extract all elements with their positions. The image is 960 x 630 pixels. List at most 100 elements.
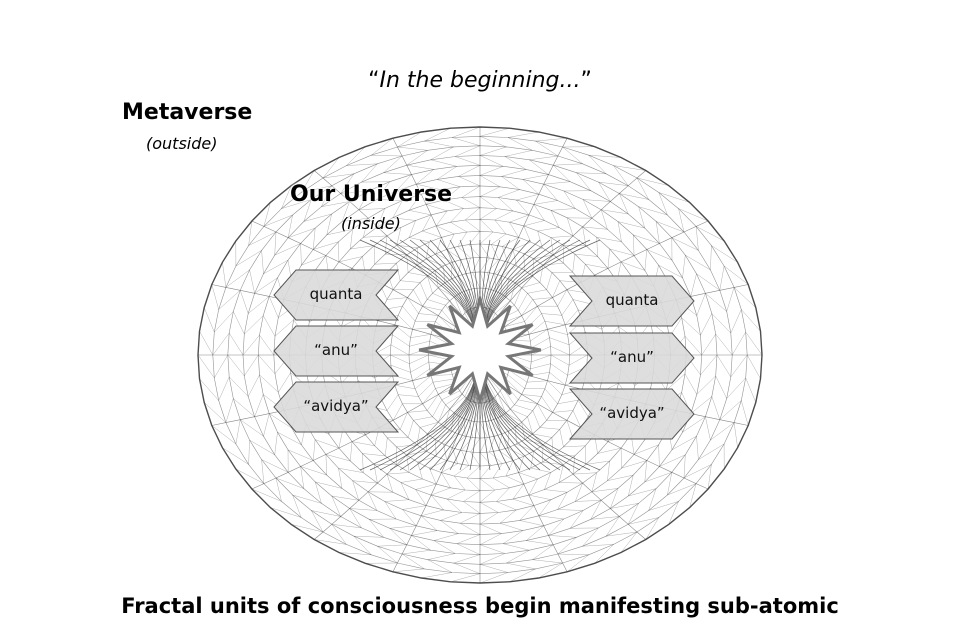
mesh-edge: [501, 176, 520, 190]
mesh-edge: [358, 208, 385, 210]
mesh-edge: [400, 280, 421, 283]
mesh-edge: [314, 539, 347, 545]
mesh-edge: [491, 233, 507, 245]
mesh-edge: [249, 439, 275, 455]
mesh-edge: [495, 300, 511, 314]
mesh-edge: [479, 452, 492, 466]
mesh-edge: [377, 208, 386, 227]
mesh-edge: [274, 432, 278, 455]
mesh-edge: [204, 402, 227, 423]
mesh-edge: [313, 241, 339, 250]
mesh-edge: [617, 221, 645, 229]
mesh-edge: [690, 273, 697, 297]
left-tag-shape-3: [273, 381, 400, 433]
mesh-edge: [707, 464, 712, 490]
mesh-edge: [523, 220, 545, 227]
mesh-edge: [242, 335, 260, 356]
mesh-edge: [450, 262, 453, 280]
mesh-edge: [597, 447, 622, 454]
mesh-edge: [588, 155, 607, 174]
mesh-edge: [610, 503, 639, 509]
mesh-edge: [648, 501, 679, 511]
mesh-edge: [479, 219, 494, 233]
mesh-edge: [258, 354, 276, 374]
mesh-edge: [479, 175, 501, 187]
mesh-edge: [509, 222, 519, 238]
mesh-meridian: [392, 372, 480, 572]
mesh-edge: [544, 489, 568, 493]
mesh-edge: [529, 155, 558, 161]
mesh-edge: [338, 552, 372, 556]
mesh-edge: [671, 237, 699, 251]
mesh-edge: [529, 159, 549, 175]
right-tag-label-1: quanta: [605, 291, 659, 309]
mesh-edge: [425, 189, 441, 205]
mesh-edge: [506, 378, 522, 395]
mesh-edge: [292, 494, 322, 504]
mesh-edge: [518, 293, 528, 311]
mesh-edge: [719, 265, 725, 291]
mesh-edge: [431, 487, 451, 496]
mesh-edge: [371, 154, 403, 157]
mesh-edge: [666, 373, 686, 391]
mesh-edge: [400, 482, 410, 500]
mesh-edge: [369, 519, 384, 538]
mesh-edge: [443, 199, 464, 209]
mesh-edge: [678, 208, 709, 222]
mesh-edge: [507, 137, 533, 151]
mesh-edge: [321, 185, 333, 207]
mesh-edge: [312, 228, 316, 250]
mesh-edge: [470, 451, 481, 467]
mesh-edge: [500, 275, 503, 294]
mesh-edge: [450, 573, 481, 583]
mesh-edge: [269, 413, 292, 429]
mesh-edge: [541, 313, 562, 316]
mesh-edge: [300, 466, 327, 476]
mesh-edge: [458, 176, 481, 187]
mesh-edge: [211, 425, 237, 445]
mesh-edge: [487, 259, 499, 273]
mesh-edge: [557, 492, 568, 510]
mesh-edge: [446, 233, 455, 250]
mesh-edge: [745, 331, 763, 356]
mesh-edge: [644, 460, 648, 482]
mesh-edge: [594, 544, 614, 564]
mesh-edge: [314, 481, 322, 504]
mesh-edge: [406, 254, 409, 273]
mesh-edge: [385, 253, 407, 256]
left-tag-group: [273, 269, 400, 433]
mesh-edge: [416, 247, 418, 266]
mesh-edge: [322, 173, 354, 179]
mesh-edge: [732, 331, 746, 356]
mesh-edge: [338, 256, 363, 263]
mesh-edge: [518, 472, 538, 480]
mesh-edge: [537, 403, 547, 421]
mesh-edge: [627, 503, 639, 525]
mesh-edge: [689, 483, 697, 508]
mesh-edge: [321, 201, 350, 207]
mesh-edge: [550, 208, 576, 211]
mesh-edge: [292, 494, 302, 518]
mesh-edge: [696, 273, 720, 291]
mesh-edge: [469, 402, 478, 421]
mesh-edge: [322, 157, 340, 179]
mesh-edge: [402, 505, 427, 510]
mesh-edge: [303, 213, 332, 222]
mesh-edge: [509, 568, 536, 583]
mesh-edge: [421, 572, 453, 579]
mesh-edge: [533, 204, 545, 221]
mesh-edge: [585, 445, 587, 465]
mesh-edge: [590, 516, 620, 520]
mesh-edge: [465, 273, 475, 289]
mesh-edge: [504, 150, 533, 157]
mesh-edge: [544, 472, 552, 490]
mesh-edge: [613, 165, 646, 171]
mesh-edge: [384, 437, 388, 456]
mesh-edge: [741, 309, 761, 332]
mesh-edge: [281, 199, 312, 209]
mesh-edge: [547, 329, 568, 335]
mesh-edge: [351, 441, 375, 447]
mesh-edge: [572, 472, 597, 475]
mesh-edge: [598, 181, 629, 186]
mesh-edge: [464, 257, 471, 274]
